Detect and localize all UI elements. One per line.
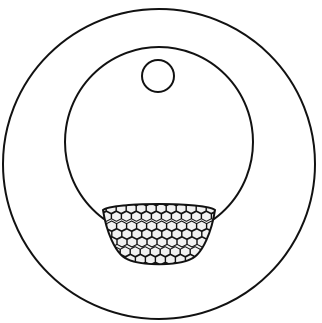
cap-cell xyxy=(112,212,122,222)
cap-cell xyxy=(147,237,157,247)
cap-cell xyxy=(192,212,202,222)
cap-cell xyxy=(142,212,152,222)
cap-cell xyxy=(117,237,127,247)
cap-cell xyxy=(157,237,167,247)
cap-cell xyxy=(127,237,137,247)
cap-cell xyxy=(122,212,132,222)
cap-cell xyxy=(182,212,192,222)
cap-cell xyxy=(137,237,147,247)
cap-cell xyxy=(132,212,142,222)
cap-cell xyxy=(162,212,172,222)
small-top-circle xyxy=(142,60,174,92)
cap-cell xyxy=(172,212,182,222)
cap-cell xyxy=(177,237,187,247)
cap-cell xyxy=(202,212,212,222)
cap-cell xyxy=(152,212,162,222)
cap-cell xyxy=(187,237,197,247)
cap-cell xyxy=(167,237,177,247)
